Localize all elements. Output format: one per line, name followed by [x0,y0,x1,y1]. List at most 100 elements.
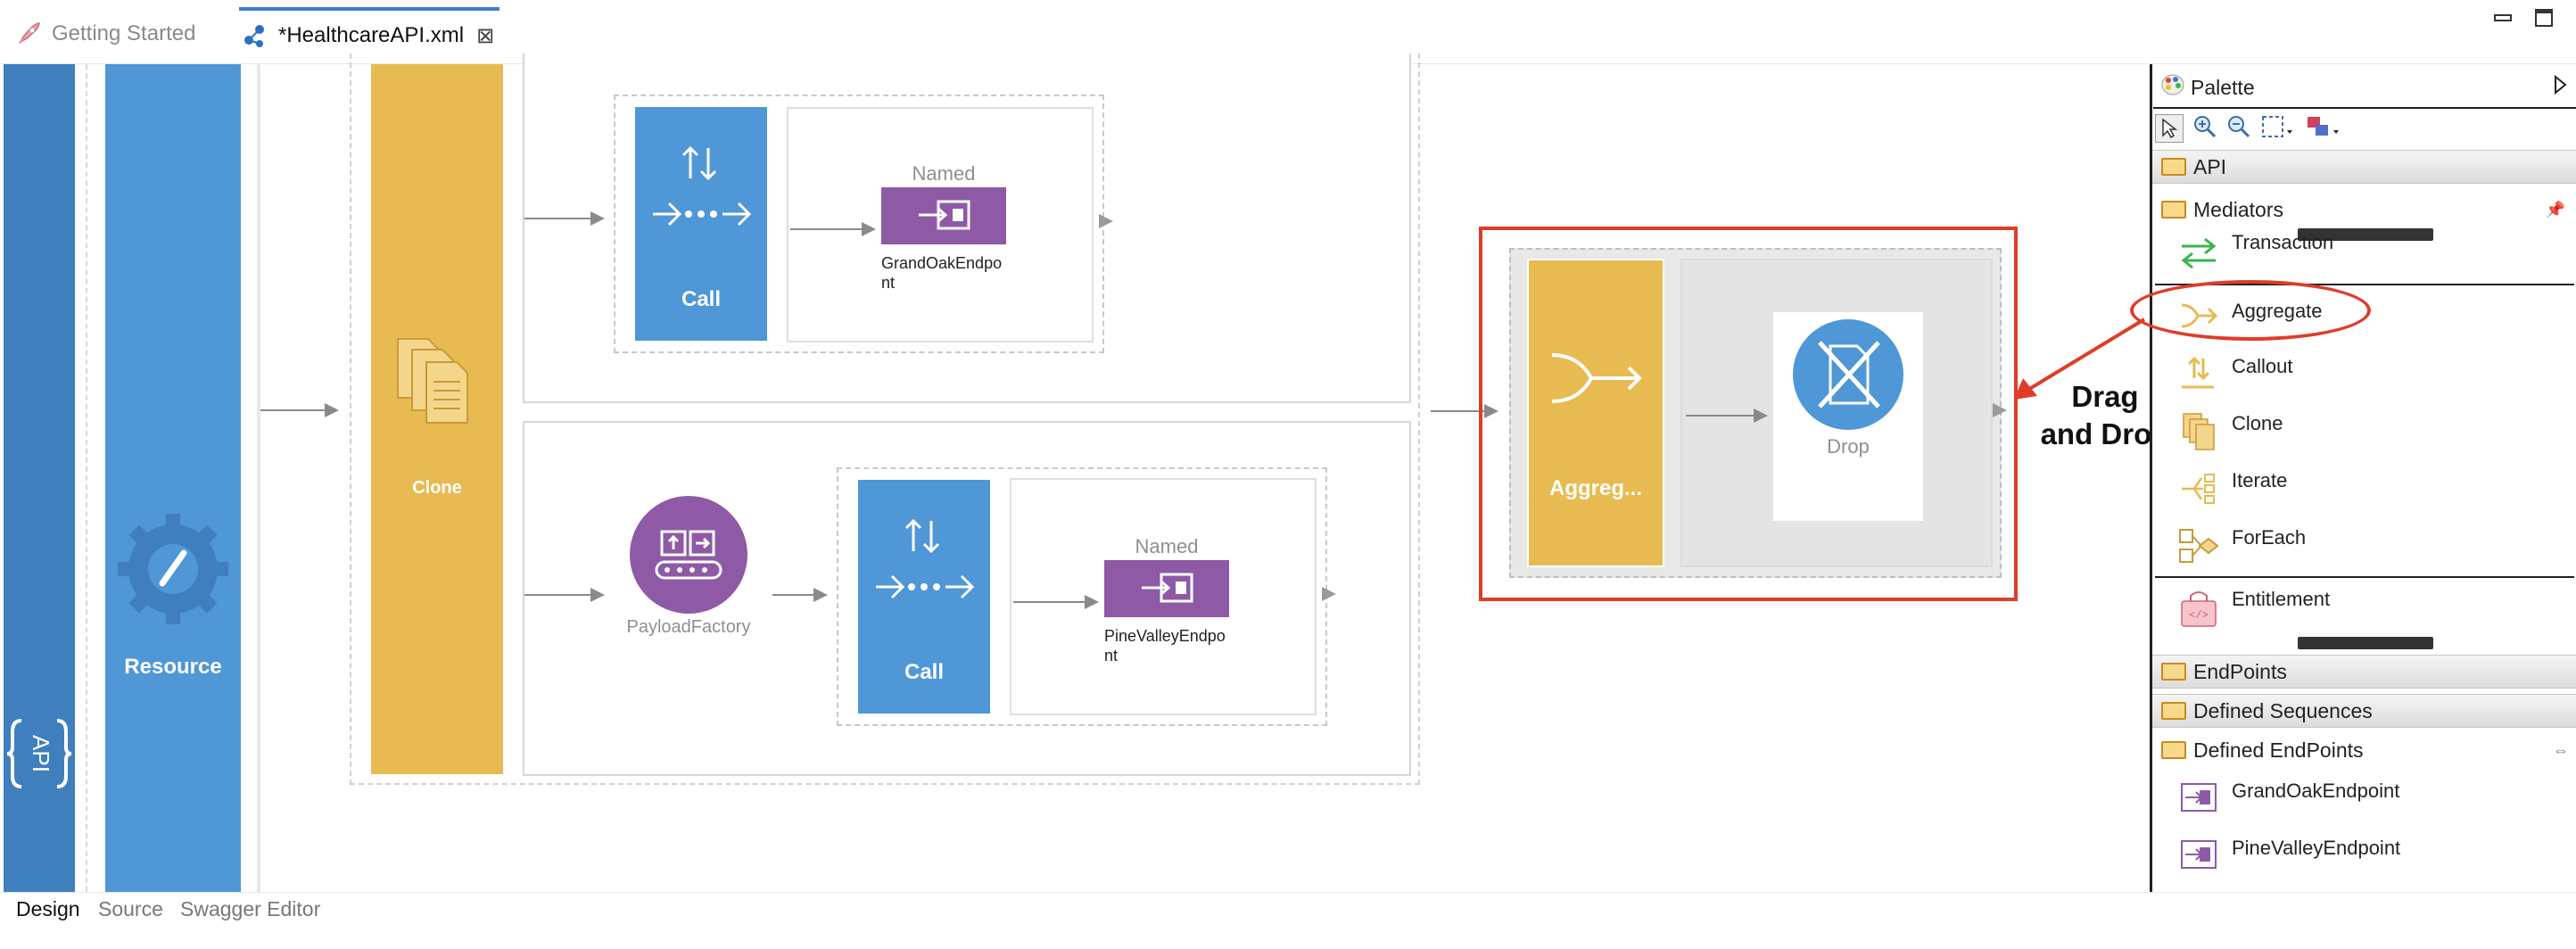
transaction-icon [2176,235,2221,271]
divider [2153,107,2576,109]
scroll-down-handle[interactable] [2298,637,2433,649]
maximize-icon[interactable] [2535,9,2555,29]
aggregate-label: Aggreg... [1548,476,1642,500]
palette-item-foreach[interactable]: ForEach [2176,519,2569,573]
call-mediator[interactable] [635,107,767,341]
zoom-out-icon[interactable] [2226,114,2251,144]
folder-open-icon [2161,158,2186,176]
api-icon-text: API [28,735,54,772]
annotation-arrow [2014,318,2146,400]
group-label: API [2193,154,2227,178]
aggregate-highlight-ellipse [2130,280,2371,341]
svg-text:</>: </> [2189,609,2209,622]
payloadfactory-mediator[interactable] [630,496,747,614]
palette-item-callout[interactable]: Callout [2176,348,2569,401]
resource-label: Resource [124,655,222,679]
editor-bottom-tabs [0,892,2576,949]
aggregate-highlight-box [1479,227,2018,601]
clone-icon [389,335,482,428]
callout-icon [2176,357,2221,392]
gear-icon [111,507,235,631]
call-label: Call [904,660,944,684]
foreach-icon [2176,528,2221,564]
close-icon[interactable]: ⊠ [476,23,495,48]
resource-element[interactable] [105,64,241,892]
flow-arrow [1431,410,1490,412]
link-icon[interactable]: ⇔ [2553,740,2569,759]
palette-item-iterate[interactable]: Iterate [2176,462,2569,516]
endpoint-icon [2176,779,2221,814]
arrowhead [862,222,876,236]
flow-arrow [772,594,821,596]
iterate-icon [2176,471,2221,507]
group-label: Mediators [2193,197,2283,221]
group-label: Defined EndPoints [2193,738,2364,762]
flow-arrow [524,594,596,596]
tab-getting-started[interactable]: Getting Started [12,7,195,61]
call-mediator[interactable] [858,480,990,714]
item-label: Entitlement [2232,588,2331,610]
clone-label: Clone [412,478,462,498]
named-endpoint[interactable] [881,187,1006,244]
flow-arrow [1686,415,1759,417]
marquee-tool-icon[interactable] [2260,114,2296,144]
arrowhead [1484,404,1499,418]
connection-tool-icon[interactable] [2305,114,2344,144]
divider [257,64,260,892]
arrowhead [813,588,828,602]
entitlement-icon: </> [2176,590,2221,627]
palette-icon [2160,72,2185,103]
item-label: Callout [2232,355,2293,377]
clone-icon [2176,413,2221,450]
item-label: Iterate [2232,469,2288,491]
api-icon: API [5,714,73,794]
palette-header: Palette [2155,70,2576,105]
flow-arrow [524,218,596,219]
named-endpoint[interactable] [1104,560,1229,617]
endpoint-icon [1142,573,1193,603]
palette-group-defined-sequences[interactable]: Defined Sequences [2152,694,2576,728]
pin-icon[interactable]: 📌 [2545,200,2565,219]
item-label: ForEach [2232,526,2307,549]
arrowhead [325,403,339,417]
minimize-icon[interactable] [2494,9,2514,29]
palette-item-transaction[interactable]: Transaction [2176,231,2569,273]
palette-group-mediators[interactable]: Mediators 📌 [2152,193,2576,227]
collapse-palette-icon[interactable] [2553,74,2567,100]
arrowhead [590,588,605,602]
palette-item-clone[interactable]: Clone [2176,405,2569,458]
palette-group-endpoints[interactable]: EndPoints [2152,655,2576,689]
arrowhead [1085,595,1099,609]
palette-toolbar [2155,111,2576,146]
tab-design[interactable]: Design [16,897,80,920]
item-label: PineValleyEndpoint [2232,837,2401,859]
divider [86,64,87,892]
item-label: Transaction [2232,231,2334,253]
tab-label: *HealthcareAPI.xml [278,23,465,47]
select-tool-icon[interactable] [2155,114,2184,143]
tab-source[interactable]: Source [98,897,163,920]
endpoint-icon [919,200,970,230]
aggregate-mediator[interactable] [1527,259,1664,567]
api-element[interactable] [4,64,75,892]
call-icon [646,143,756,232]
zoom-in-icon[interactable] [2192,114,2217,144]
palette-panel [2150,64,2576,892]
tab-healthcare-api[interactable]: *HealthcareAPI.xml ⊠ [239,7,500,61]
tab-swagger-editor[interactable]: Swagger Editor [180,897,321,920]
palette-item-grandoakendpoint[interactable]: GrandOakEndpoint [2176,774,2569,819]
group-label: EndPoints [2193,659,2287,683]
folder-open-icon [2161,741,2186,759]
item-label: GrandOakEndpoint [2232,780,2400,802]
palette-item-entitlement[interactable]: </> Entitlement [2176,583,2569,633]
call-label: Call [681,287,721,311]
folder-icon [2161,702,2186,720]
palette-item-pinevalleyendpoint[interactable]: PineValleyEndpoint [2176,831,2569,876]
palette-group-defined-endpoints[interactable]: Defined EndPoints ⇔ [2152,733,2576,767]
group-label: Defined Sequences [2193,698,2373,722]
scroll-up-handle[interactable] [2298,228,2433,241]
palette-group-api[interactable]: API [2152,150,2576,184]
payloadfactory-icon [655,530,722,580]
item-label: Clone [2232,412,2283,434]
arrowhead [1099,214,1113,228]
